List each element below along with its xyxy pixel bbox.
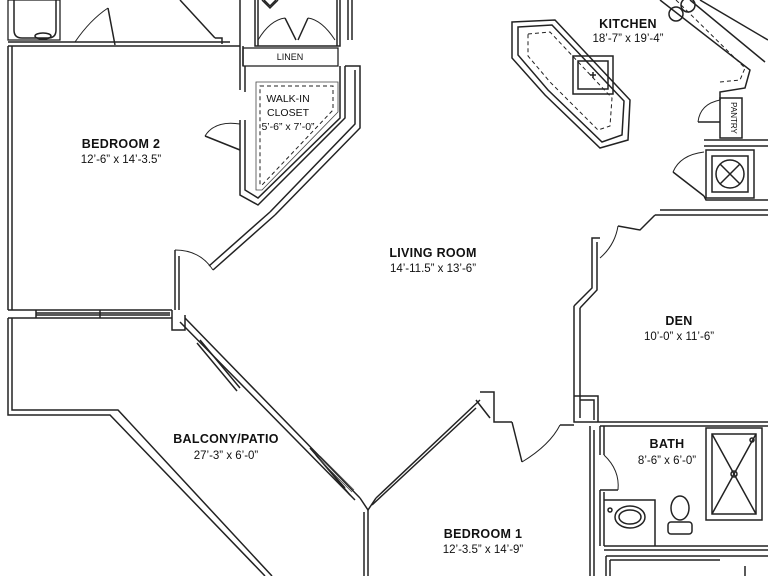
linen-label: LINEN [277, 52, 304, 62]
kitchen-area: PANTRY [511, 0, 768, 201]
walkin-line2: CLOSET [267, 107, 310, 119]
balcony-dim: 27’-3” x 6’-0” [194, 450, 259, 462]
upper-bath-fixtures [7, 0, 240, 47]
walkin-line1: WALK-IN [266, 93, 309, 105]
balcony-name: BALCONY/PATIO [173, 432, 279, 446]
den-walls [573, 209, 768, 427]
bedroom2-walls [7, 46, 361, 319]
linen-closet: LINEN [239, 0, 353, 67]
pantry-label: PANTRY [729, 102, 738, 134]
living-name: LIVING ROOM [389, 246, 476, 260]
balcony-walls [7, 310, 361, 576]
bedroom2-dim: 12’-6” x 14’-3.5” [81, 154, 162, 166]
bedroom1-dim: 12’-3.5” x 14’-9” [443, 544, 524, 556]
kitchen-dim: 18’-7” x 19’-4” [593, 33, 664, 45]
room-labels: KITCHEN 18’-7” x 19’-4” BEDROOM 2 12’-6”… [81, 17, 714, 556]
bedroom1-name: BEDROOM 1 [444, 527, 522, 541]
bath-dim: 8’-6” x 6’-0” [638, 455, 696, 467]
walkin-dim: 5’-6” x 7’-0” [261, 121, 315, 133]
bath-area [599, 426, 768, 576]
living-walls [359, 391, 574, 576]
den-dim: 10’-0” x 11’-6” [644, 331, 714, 343]
den-name: DEN [665, 314, 692, 328]
bath-name: BATH [650, 437, 685, 451]
living-dim: 14’-11.5” x 13’-6” [390, 263, 476, 275]
kitchen-name: KITCHEN [599, 17, 657, 31]
bedroom1-walls [589, 426, 595, 576]
bedroom2-name: BEDROOM 2 [82, 137, 160, 151]
